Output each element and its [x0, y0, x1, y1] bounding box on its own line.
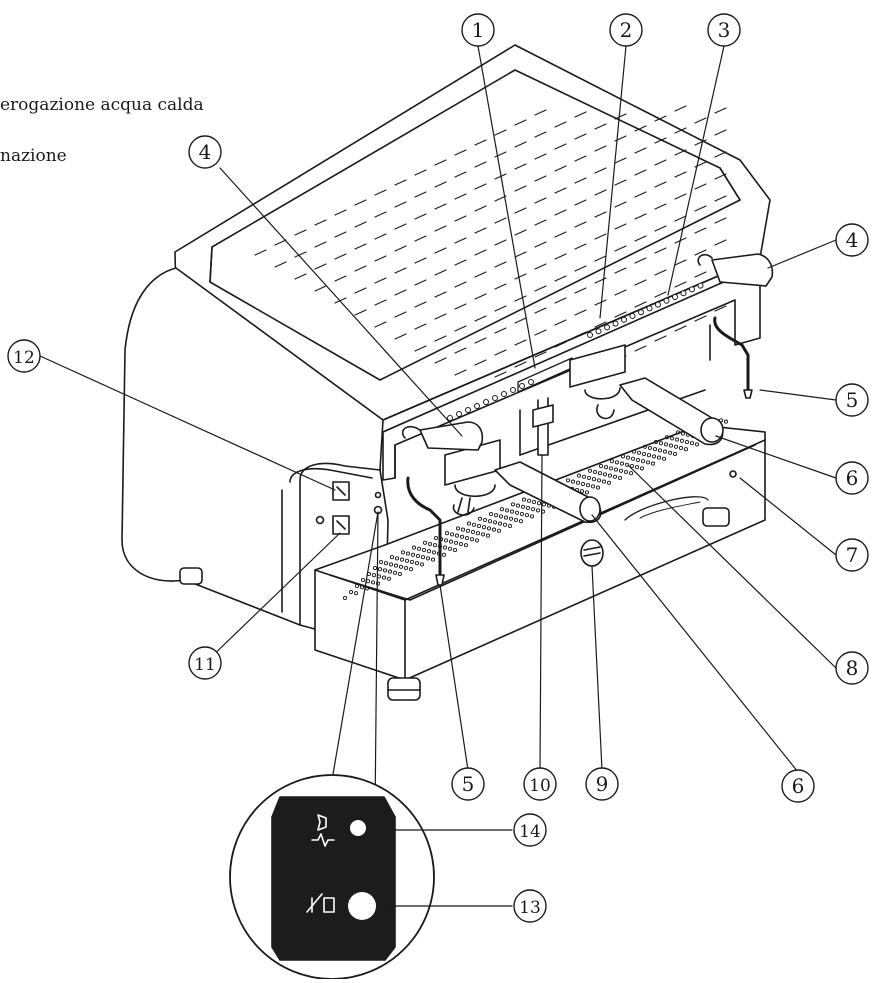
side-indicator	[315, 515, 325, 525]
callout-label: 10	[529, 776, 551, 796]
steam-knob-left	[401, 421, 484, 451]
callout-label: 6	[792, 774, 805, 798]
callout-label: 9	[596, 772, 609, 796]
callout-c2: 2	[609, 13, 643, 47]
callout-c5a: 5	[835, 383, 869, 417]
callout-c4b: 4	[835, 223, 869, 257]
callout-label: 3	[718, 18, 731, 42]
callout-c13: 13	[513, 889, 547, 923]
callout-c11: 11	[188, 646, 222, 680]
portafilter-left	[494, 461, 602, 523]
callout-label: 8	[846, 656, 859, 680]
pump-button	[348, 892, 376, 920]
callout-c9: 9	[585, 767, 619, 801]
callout-label: 11	[194, 655, 216, 675]
leader-lines	[39, 45, 837, 816]
pump-switch	[332, 515, 350, 535]
callout-c14: 14	[513, 813, 547, 847]
water-level-icon	[311, 814, 335, 847]
indicator-light	[350, 820, 366, 836]
hot-water-spout	[532, 397, 554, 456]
callout-c1: 1	[461, 13, 495, 47]
pressure-gauge	[580, 539, 604, 567]
steam-wand-right	[713, 316, 753, 399]
callout-c12: 12	[7, 339, 41, 373]
feet	[179, 507, 730, 701]
callout-c7: 7	[835, 538, 869, 572]
callout-label: 1	[472, 18, 485, 42]
callout-label: 4	[199, 140, 212, 164]
main-switch	[332, 481, 350, 501]
portafilter-right	[619, 377, 724, 446]
callout-c8: 8	[835, 651, 869, 685]
ready-light	[729, 470, 737, 478]
steam-wand-left	[406, 476, 445, 586]
brand-plate	[624, 496, 709, 521]
callout-label: 14	[519, 822, 541, 842]
callout-c10: 10	[523, 767, 557, 801]
callout-label: 5	[462, 772, 475, 796]
callout-label: 7	[846, 543, 859, 567]
callout-c6a: 6	[835, 461, 869, 495]
callout-c5b: 5	[451, 767, 485, 801]
steam-knob-right	[697, 253, 774, 287]
caption-hot-water: erogazione acqua calda	[0, 95, 204, 115]
callout-label: 4	[846, 228, 859, 252]
group-head-right	[569, 344, 626, 420]
callout-c3: 3	[707, 13, 741, 47]
callout-label: 6	[846, 466, 859, 490]
callout-label: 5	[846, 388, 859, 412]
callout-label: 12	[13, 348, 35, 368]
control-panel	[447, 282, 704, 421]
callout-label: 2	[620, 18, 633, 42]
caption-fragment: nazione	[0, 146, 67, 166]
detail-magnifier	[229, 774, 513, 980]
cup-tray-grill	[254, 105, 727, 380]
indicator-light-small	[374, 491, 382, 499]
callout-label: 13	[519, 898, 541, 918]
callout-c4a: 4	[188, 135, 222, 169]
pump-icon	[306, 893, 335, 913]
callout-c6b: 6	[781, 769, 815, 803]
